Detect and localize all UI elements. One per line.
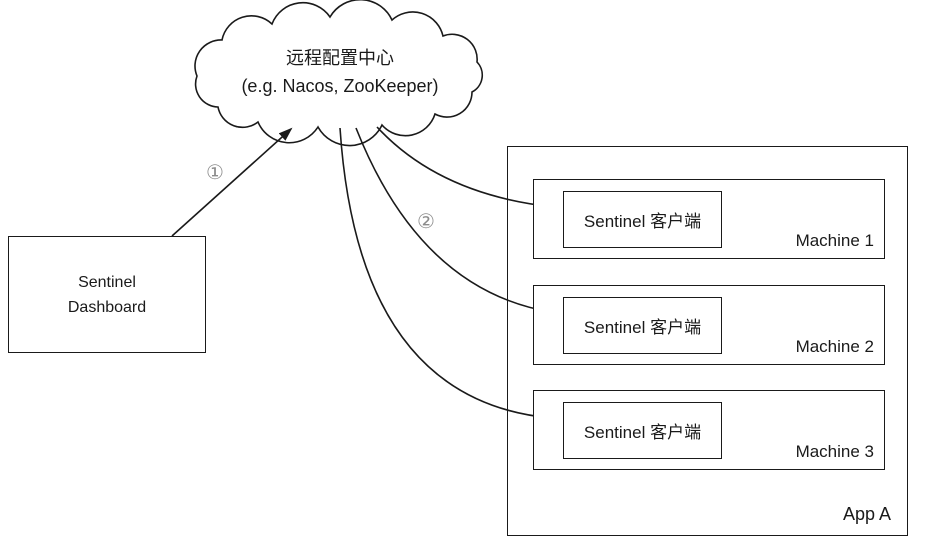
machine-1-sentinel-client-label: Sentinel 客户端 — [583, 212, 702, 231]
step-1-label: ① — [206, 162, 224, 184]
machine-1-node: Sentinel 客户端 Machine 1 — [533, 179, 885, 259]
app-a-container: App A — [507, 146, 908, 536]
machine-1-sentinel-client-node: Sentinel 客户端 — [563, 191, 722, 248]
sentinel-dashboard-label: Sentinel Dashboard — [68, 270, 146, 320]
config-center-cloud-shape — [194, 0, 484, 147]
machine-2-sentinel-client-node: Sentinel 客户端 — [563, 297, 722, 354]
machine-2-node: Sentinel 客户端 Machine 2 — [533, 285, 885, 365]
config-center-subtitle: (e.g. Nacos, ZooKeeper) — [241, 76, 439, 96]
arrow-config-to-machine-3 — [339, 127, 553, 422]
sentinel-dashboard-label-line1: Sentinel — [78, 273, 136, 291]
machine-3-sentinel-client-label: Sentinel 客户端 — [583, 423, 702, 442]
machine-1-label: Machine 1 — [795, 231, 874, 250]
machine-2-label: Machine 2 — [795, 337, 874, 356]
step-2-label: ② — [417, 211, 435, 233]
machine-3-node: Sentinel 客户端 Machine 3 — [533, 390, 885, 470]
app-a-label: App A — [842, 504, 891, 524]
machine-2-sentinel-client-label: Sentinel 客户端 — [583, 318, 702, 337]
config-center-label: 远程配置中心 (e.g. Nacos, ZooKeeper) — [205, 44, 475, 100]
arrow-config-to-machine-2 — [355, 127, 553, 315]
machine-3-label: Machine 3 — [795, 442, 874, 461]
machine-3-sentinel-client-node: Sentinel 客户端 — [563, 402, 722, 459]
sentinel-dashboard-node: Sentinel Dashboard — [8, 236, 206, 353]
config-center-title: 远程配置中心 — [286, 48, 394, 68]
arrow-config-to-machine-1 — [376, 126, 556, 211]
arrow-dashboard-to-config — [171, 127, 293, 237]
sentinel-dashboard-label-line2: Dashboard — [67, 298, 147, 316]
